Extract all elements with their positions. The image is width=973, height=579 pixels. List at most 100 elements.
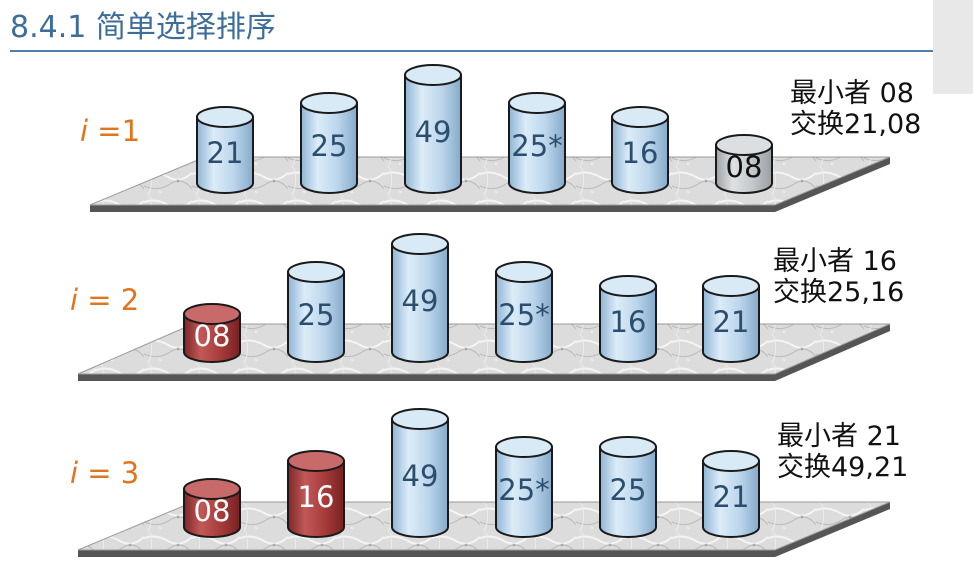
cylinder-body xyxy=(611,116,669,194)
cylinder-red: 08 xyxy=(183,303,241,363)
iteration-variable: i xyxy=(70,456,79,490)
cylinder-blue: 16 xyxy=(611,106,669,194)
swap-text: 交换21,08 xyxy=(790,109,922,140)
row-label-1: i =1 xyxy=(80,114,140,148)
cylinder-top xyxy=(391,408,449,430)
iteration-row: 08 16 49 25* 25 21 xyxy=(77,408,891,557)
cylinder-body xyxy=(287,271,345,363)
marble-platform xyxy=(77,323,891,375)
cylinder-body xyxy=(495,271,553,363)
cylinder-body xyxy=(391,243,449,363)
cylinder-body xyxy=(508,102,566,194)
cylinder-blue: 25 xyxy=(287,261,345,363)
cylinder-value: 08 xyxy=(194,494,231,528)
step-note-1: 最小者 08 交换21,08 xyxy=(790,78,921,140)
step-note-3: 最小者 21 交换49,21 xyxy=(777,421,908,483)
title-divider xyxy=(10,50,963,52)
minimum-text: 最小者 08 xyxy=(790,78,914,109)
cylinder-value: 21 xyxy=(207,136,244,170)
cylinder-top xyxy=(300,92,358,114)
cylinder-red: 08 xyxy=(183,478,241,538)
cylinder-blue: 21 xyxy=(702,450,760,538)
cylinder-value: 16 xyxy=(622,136,659,170)
cylinder-top xyxy=(196,106,254,128)
swap-text: 交换49,21 xyxy=(777,452,909,483)
cylinder-blue: 49 xyxy=(391,408,449,538)
cylinder-top xyxy=(183,478,241,500)
cylinder-top xyxy=(287,450,345,472)
cylinder-top xyxy=(508,92,566,114)
platform-edge xyxy=(78,324,890,381)
minimum-text: 最小者 21 xyxy=(777,421,901,452)
cylinder-red: 16 xyxy=(287,450,345,538)
cylinder-value: 21 xyxy=(713,305,750,339)
cylinder-body xyxy=(599,285,657,363)
cylinder-value: 25 xyxy=(311,129,348,163)
iteration-value: = 2 xyxy=(78,283,140,317)
cylinder-body xyxy=(183,313,241,363)
iteration-value: = 3 xyxy=(78,456,140,490)
cylinder-top xyxy=(404,64,462,86)
cylinder-body xyxy=(196,116,254,194)
cylinder-top xyxy=(495,436,553,458)
cylinder-top xyxy=(702,450,760,472)
cylinder-body xyxy=(183,488,241,538)
cylinder-body xyxy=(300,102,358,194)
cylinder-top xyxy=(611,106,669,128)
cylinder-value: 08 xyxy=(726,150,763,184)
slide-title: 8.4.1 简单选择排序 xyxy=(10,10,276,45)
cylinder-blue: 16 xyxy=(599,275,657,363)
cylinder-top xyxy=(599,275,657,297)
cylinder-value: 25 xyxy=(610,473,647,507)
cylinder-value: 08 xyxy=(194,319,231,353)
row-label-3: i = 3 xyxy=(70,456,139,490)
cylinder-gray: 08 xyxy=(715,134,773,194)
cylinder-top xyxy=(715,134,773,156)
cylinder-body xyxy=(495,446,553,538)
cylinder-value: 49 xyxy=(402,284,439,318)
cylinder-value: 25* xyxy=(498,473,549,507)
cylinder-top xyxy=(702,275,760,297)
platform-edge xyxy=(90,157,890,212)
cylinder-body xyxy=(391,418,449,538)
cylinder-top xyxy=(287,261,345,283)
cylinder-value: 49 xyxy=(415,115,452,149)
cylinder-top xyxy=(495,261,553,283)
iteration-variable: i xyxy=(80,114,89,148)
cylinder-value: 21 xyxy=(713,480,750,514)
marble-platform xyxy=(89,156,891,206)
cylinder-blue: 25* xyxy=(495,261,553,363)
cylinder-value: 25* xyxy=(498,298,549,332)
cylinder-blue: 25 xyxy=(300,92,358,194)
cylinder-value: 16 xyxy=(298,480,335,514)
cylinder-body xyxy=(599,446,657,538)
cylinder-blue: 49 xyxy=(404,64,462,194)
cylinder-blue: 25 xyxy=(599,436,657,538)
cylinder-value: 25* xyxy=(511,129,562,163)
cylinder-value: 49 xyxy=(402,459,439,493)
cylinder-top xyxy=(599,436,657,458)
iteration-value: =1 xyxy=(88,114,141,148)
swap-text: 交换25,16 xyxy=(773,277,905,308)
marble-platform xyxy=(77,501,891,551)
cylinder-top xyxy=(183,303,241,325)
iteration-variable: i xyxy=(70,283,79,317)
cylinder-blue: 21 xyxy=(702,275,760,363)
cylinder-body xyxy=(702,285,760,363)
cylinder-blue: 25* xyxy=(508,92,566,194)
cylinder-value: 16 xyxy=(610,305,647,339)
cylinder-blue: 21 xyxy=(196,106,254,194)
platform-edge xyxy=(78,502,890,557)
cylinder-value: 25 xyxy=(298,298,335,332)
cylinder-body xyxy=(404,74,462,194)
cylinder-blue: 49 xyxy=(391,233,449,363)
cylinder-body xyxy=(715,144,773,194)
iteration-row: 21 25 49 25* 16 08 xyxy=(89,64,891,212)
cylinder-blue: 25* xyxy=(495,436,553,538)
step-note-2: 最小者 16 交换25,16 xyxy=(773,246,904,308)
row-label-2: i = 2 xyxy=(70,283,139,317)
minimum-text: 最小者 16 xyxy=(773,246,897,277)
cylinder-body xyxy=(287,460,345,538)
iteration-row: 08 25 49 25* 16 21 xyxy=(77,233,891,381)
